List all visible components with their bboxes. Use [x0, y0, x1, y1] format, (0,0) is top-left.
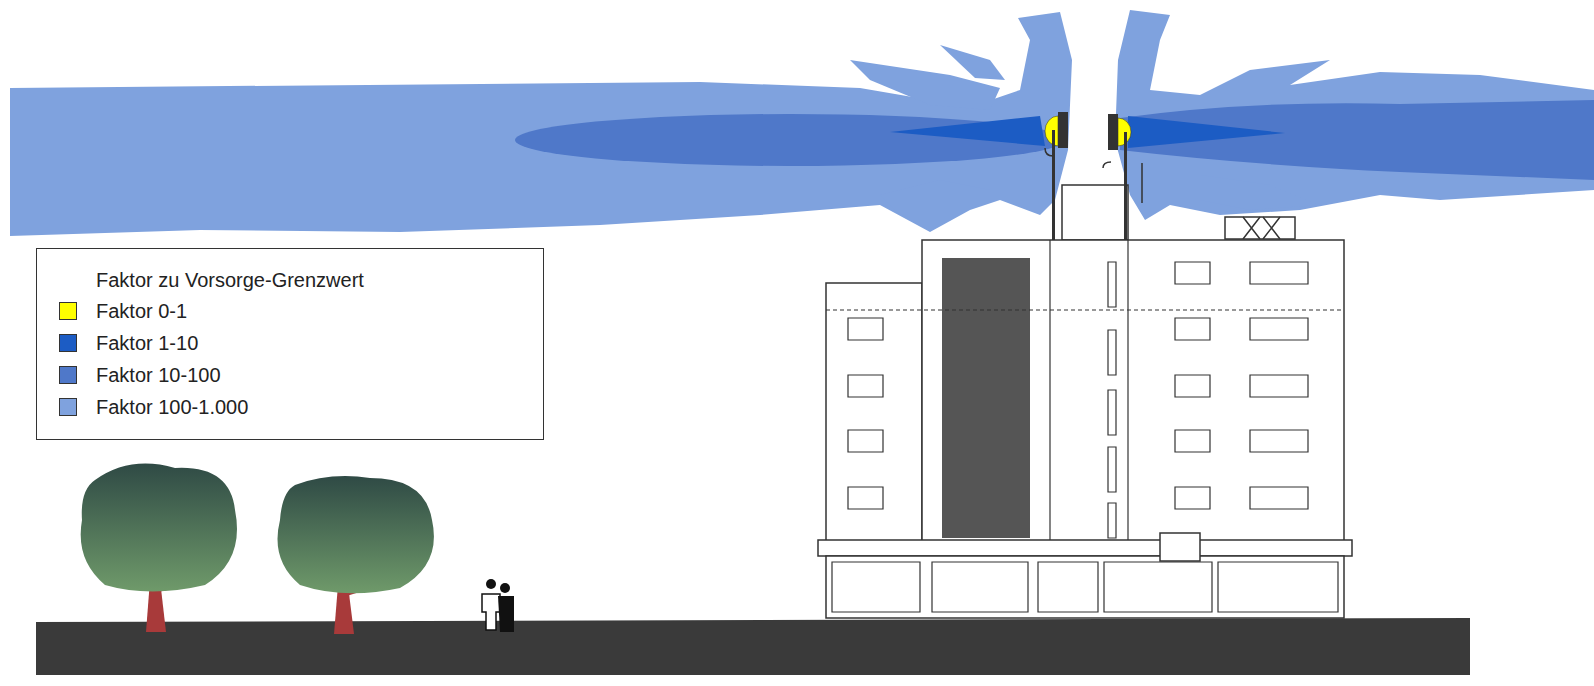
mast-frame — [1045, 148, 1295, 240]
legend-text: Faktor 100-1.000 — [96, 396, 248, 419]
legend-row: Faktor 10-100 — [59, 363, 221, 387]
field-dark — [890, 116, 1285, 148]
people — [482, 579, 514, 632]
legend-text: Faktor 1-10 — [96, 332, 198, 355]
legend-swatch — [59, 302, 77, 320]
legend-swatch — [59, 334, 77, 352]
ground — [36, 618, 1470, 675]
field-near — [1045, 116, 1131, 146]
building-grille — [942, 258, 1030, 538]
legend-swatch — [59, 366, 77, 384]
legend-text: Faktor 0-1 — [96, 300, 187, 323]
legend-title: Faktor zu Vorsorge-Grenzwert — [96, 269, 364, 292]
building — [818, 240, 1352, 618]
legend-row: Faktor 1-10 — [59, 331, 198, 355]
legend-box: Faktor zu Vorsorge-GrenzwertFaktor 0-1Fa… — [36, 248, 544, 440]
legend-swatch — [59, 398, 77, 416]
antenna-mast — [1052, 112, 1127, 240]
field-light — [10, 10, 1594, 236]
building-details — [826, 240, 1344, 612]
legend-row: Faktor 0-1 — [59, 299, 187, 323]
tree — [81, 464, 237, 632]
legend-text: Faktor 10-100 — [96, 364, 221, 387]
legend-row: Faktor 100-1.000 — [59, 395, 248, 419]
tree — [278, 476, 434, 634]
